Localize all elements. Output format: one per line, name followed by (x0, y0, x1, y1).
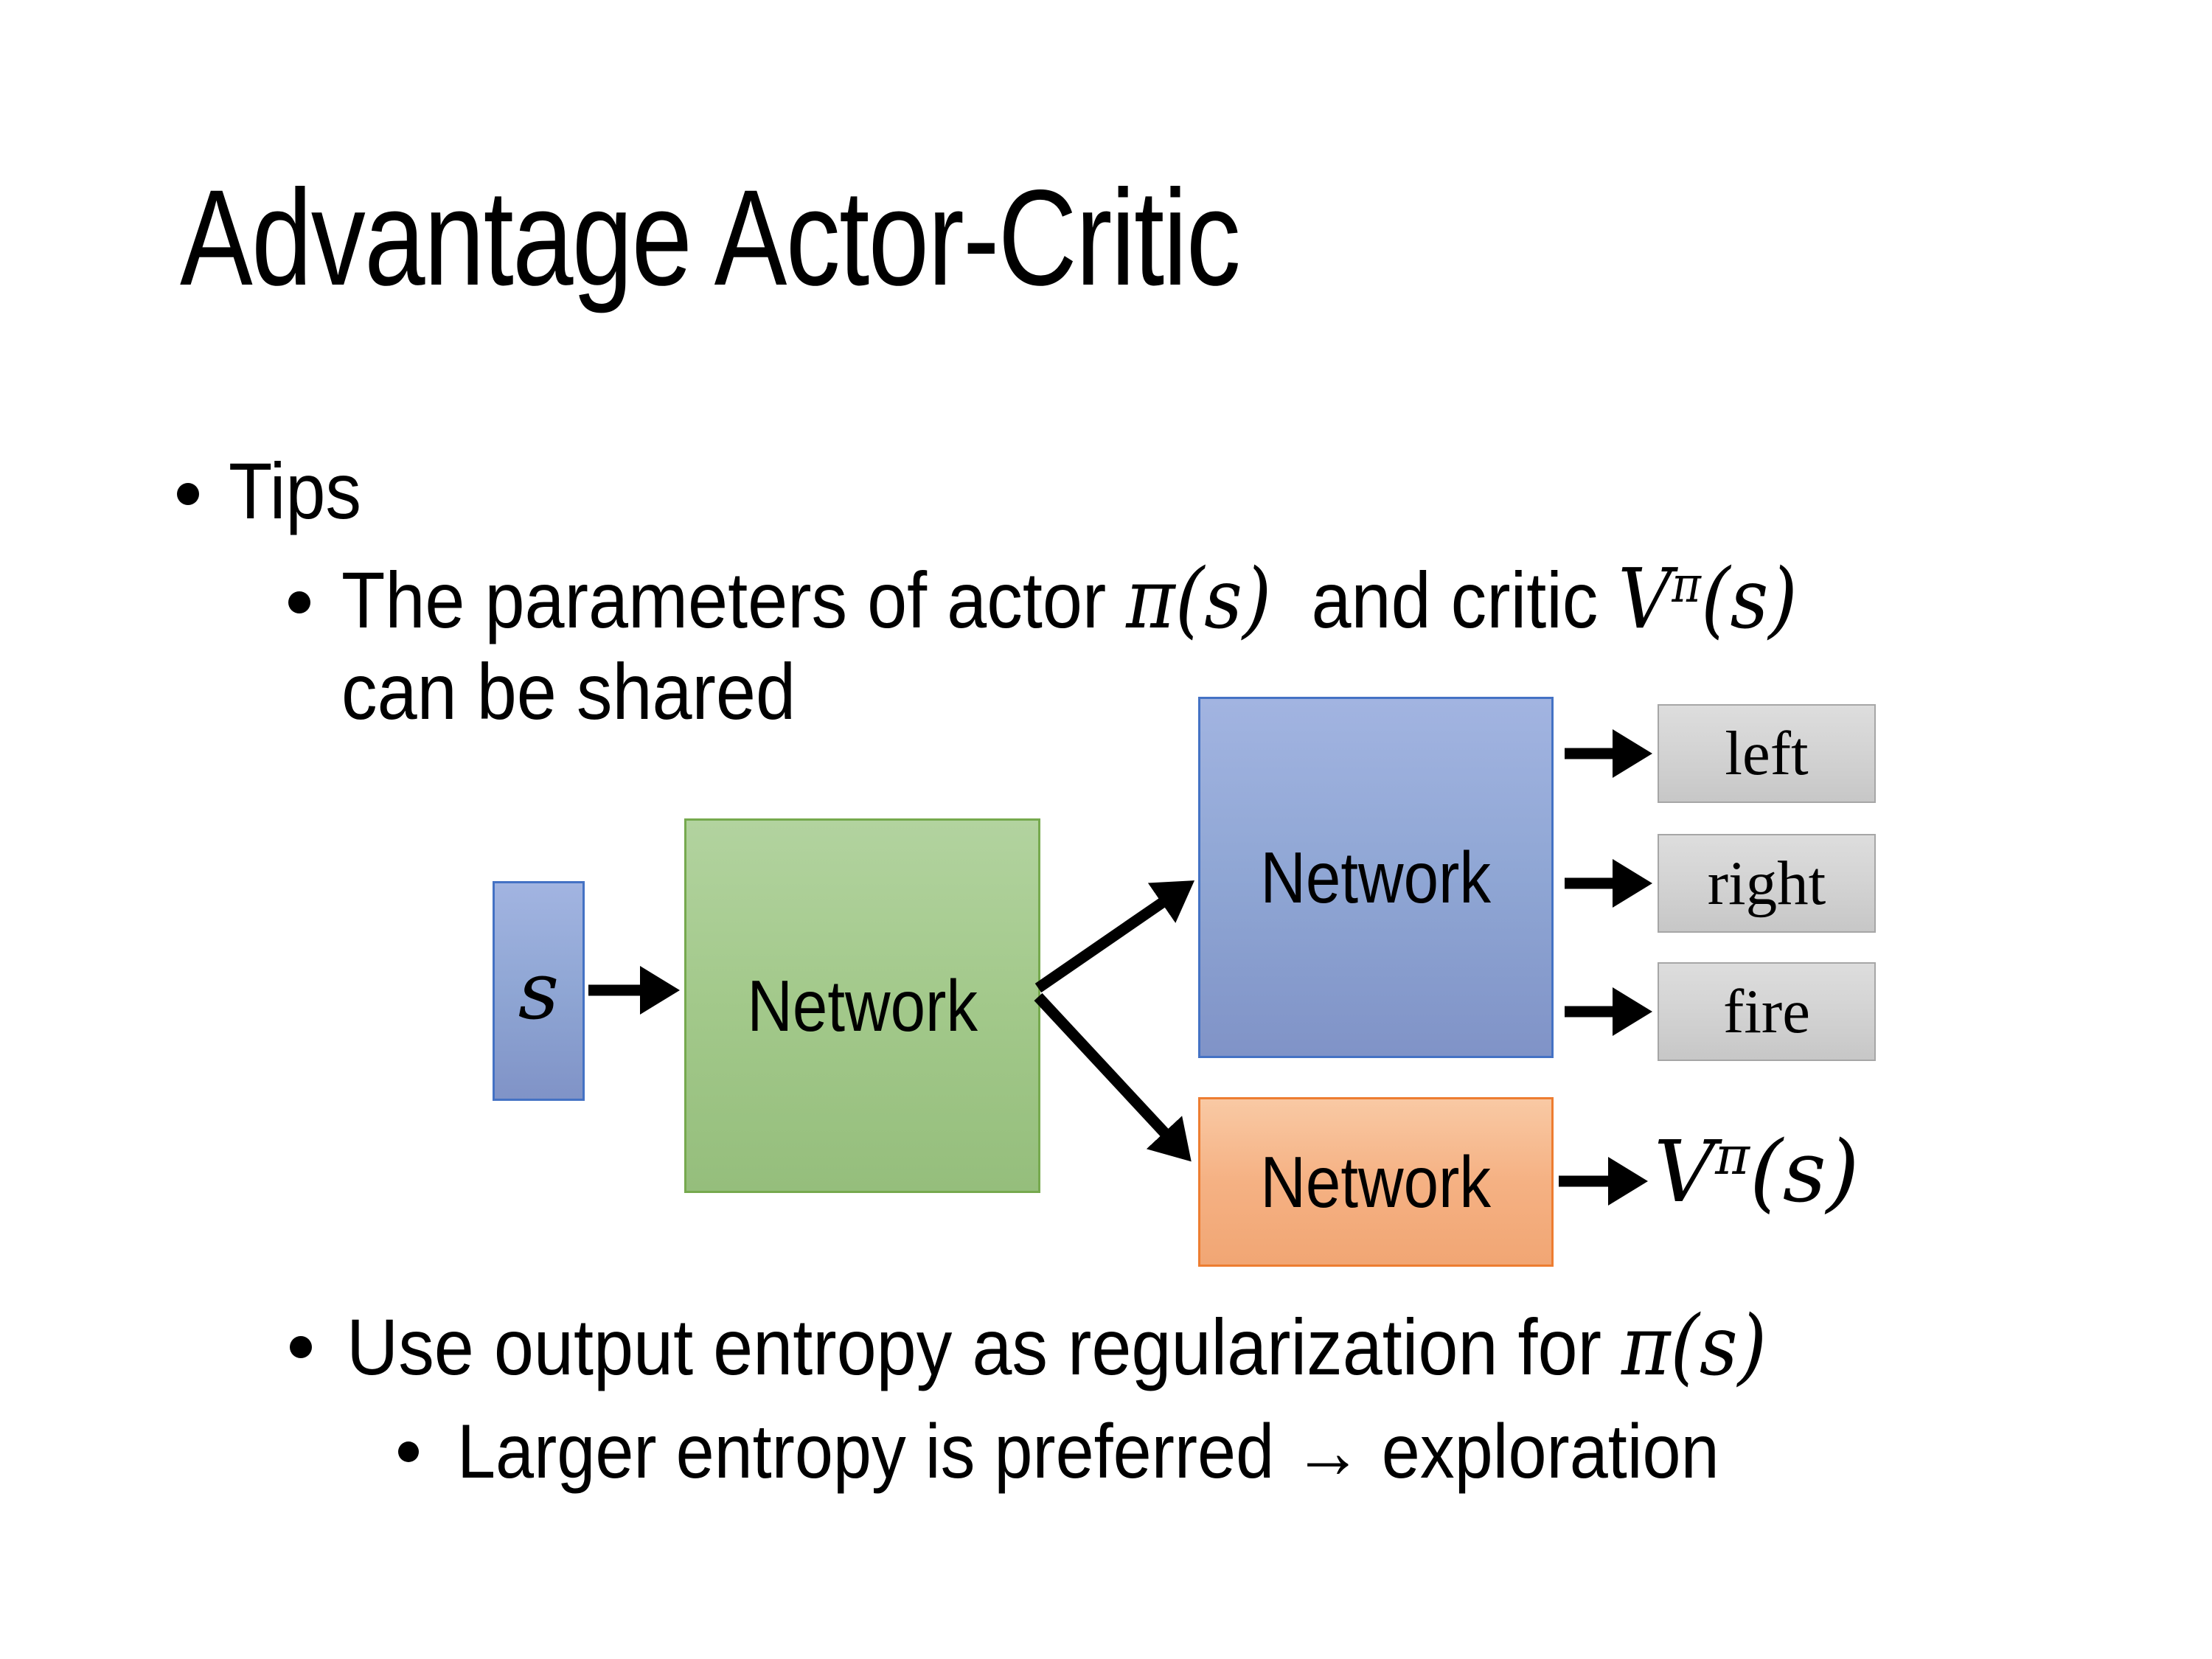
bullet-dot-parameters (288, 591, 310, 613)
bullet-parameters-text: The parameters of actor (341, 555, 1127, 644)
action-right-label: right (1707, 849, 1826, 918)
actor-network-label: Network (1260, 836, 1492, 918)
state-input-label: s (518, 945, 560, 1037)
value-output-sup: π (1715, 1125, 1750, 1186)
action-left-label: left (1725, 719, 1809, 788)
bullet-tips: Tips (229, 446, 362, 535)
arrow-shared-to-critic (1034, 992, 1192, 1162)
value-output-args: (s) (1749, 1123, 1860, 1222)
slide-title: Advantage Actor-Critic (180, 162, 1241, 314)
math-value-base: V (1618, 552, 1672, 647)
shared-network-box: Network (684, 818, 1040, 1193)
bullet-parameters-line1: The parameters of actor π(s) and critic … (341, 558, 1798, 641)
arrow-shared-to-actor (1034, 880, 1195, 993)
state-input-box: s (493, 881, 585, 1101)
bullet-entropy-text: Use output entropy as regularization for (347, 1302, 1621, 1391)
math-value-args: (s) (1701, 552, 1798, 647)
bullet-dot-tips (177, 483, 199, 505)
critic-network-box: Network (1198, 1097, 1554, 1267)
math-value-sup: π (1672, 556, 1702, 614)
bullet-dot-entropy (290, 1336, 312, 1358)
action-box-fire: fire (1658, 962, 1876, 1061)
math-pi-s-2: π(s) (1621, 1298, 1767, 1394)
value-output: Vπ(s) (1654, 1130, 1860, 1215)
bullet-exploration: Larger entropy is preferred → exploratio… (457, 1409, 1719, 1495)
bullet-parameters-mid: and critic (1271, 555, 1618, 644)
bullet-parameters-line2: can be shared (341, 647, 796, 736)
action-box-left: left (1658, 704, 1876, 803)
action-box-right: right (1658, 834, 1876, 933)
math-pi-s: π(s) (1126, 552, 1272, 647)
value-output-base: V (1654, 1123, 1716, 1222)
bullet-dot-exploration (398, 1441, 419, 1462)
actor-network-box: Network (1198, 697, 1554, 1058)
bullet-entropy-line: Use output entropy as regularization for… (347, 1305, 1767, 1388)
shared-network-label: Network (747, 964, 978, 1046)
critic-network-label: Network (1260, 1141, 1492, 1222)
action-fire-label: fire (1723, 977, 1810, 1046)
